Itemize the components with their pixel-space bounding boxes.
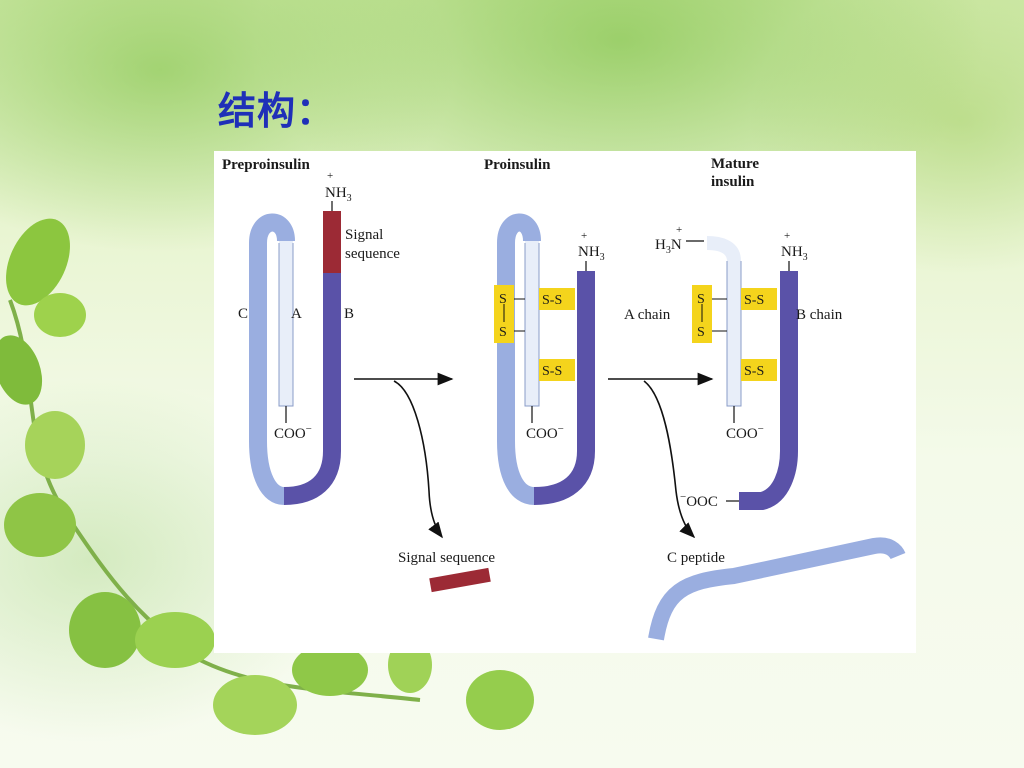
charge-plus: + (327, 170, 333, 182)
sulfur-label: S (697, 292, 705, 307)
signal-sequence-segment (323, 211, 341, 273)
diagram-svg: Preproinsulin Proinsulin Mature insulin … (222, 156, 906, 641)
label-b-chain: B chain (796, 307, 843, 323)
disulfide-label: S-S (744, 293, 764, 308)
label-b: B (344, 306, 354, 322)
insulin-processing-diagram: Preproinsulin Proinsulin Mature insulin … (214, 151, 916, 653)
sulfur-label: S (499, 325, 507, 340)
c-peptide-product (648, 537, 906, 641)
disulfide-label: S-S (542, 293, 562, 308)
disulfide-box-top (539, 288, 575, 310)
coo-label: COO− (274, 423, 312, 442)
coo-label: COO− (726, 423, 764, 442)
charge-plus: + (784, 230, 790, 242)
leaf (466, 670, 534, 730)
sulfur-label: S (499, 292, 507, 307)
label-a: A (291, 306, 302, 322)
preproinsulin-structure (249, 201, 341, 505)
disulfide-box-bottom (539, 359, 575, 381)
sulfur-label: S (697, 325, 705, 340)
nh3-label: NH3 (578, 244, 605, 263)
leaf (25, 411, 85, 479)
leaf (4, 493, 76, 557)
signal-label-line1: Signal (345, 227, 383, 243)
a-chain-segment (706, 236, 741, 406)
leaf-cluster (0, 218, 534, 735)
disulfide-label: S-S (744, 364, 764, 379)
signal-label-line2: sequence (345, 246, 400, 262)
c-peptide-top (497, 213, 541, 244)
signal-sequence-product (429, 567, 491, 593)
signal-sequence-product-label: Signal sequence (398, 550, 495, 566)
disulfide-label: S-S (542, 364, 562, 379)
label-c: C (238, 306, 248, 322)
c-peptide-product-label: C peptide (667, 550, 725, 566)
slide-title: 结构： (218, 89, 336, 133)
arrow-to-c-peptide (643, 380, 696, 539)
charge-plus: + (581, 230, 587, 242)
header-mature-line1: Mature (711, 156, 759, 172)
leaf (292, 644, 368, 696)
leaf (69, 592, 141, 668)
leaf (0, 335, 43, 405)
arrow-to-signal-sequence (393, 380, 443, 539)
b-chain-segment (283, 273, 341, 505)
c-peptide-top (249, 213, 295, 245)
nh3-label: NH3 (781, 244, 808, 263)
leaf (34, 293, 86, 337)
header-mature-line2: insulin (711, 174, 755, 190)
b-chain-segment (533, 271, 595, 505)
b-chain-segment (739, 271, 798, 510)
disulfide-box-top (741, 288, 777, 310)
leaf (135, 612, 215, 668)
c-peptide-segment (249, 243, 286, 505)
nh3-label: NH3 (325, 185, 352, 204)
proinsulin-structure (494, 213, 595, 505)
ooc-label: −OOC (680, 491, 718, 510)
leaf (6, 218, 70, 306)
header-proinsulin: Proinsulin (484, 157, 551, 173)
disulfide-box-bottom (741, 359, 777, 381)
label-a-chain: A chain (624, 307, 671, 323)
h3n-label: H3N (655, 237, 682, 256)
mature-insulin-structure (686, 236, 798, 510)
leaf (213, 675, 297, 735)
header-preproinsulin: Preproinsulin (222, 157, 310, 173)
charge-plus: + (676, 224, 682, 236)
c-peptide-segment (497, 243, 536, 505)
coo-label: COO− (526, 423, 564, 442)
